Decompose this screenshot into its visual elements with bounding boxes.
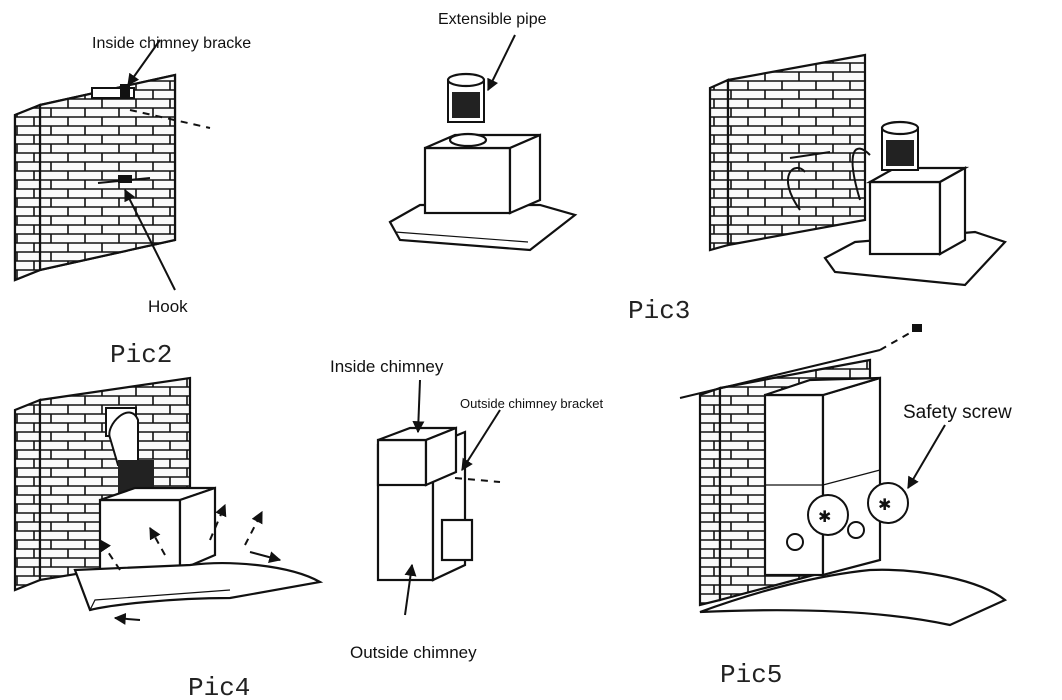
slide-arrow-4b bbox=[113, 612, 141, 625]
leader-outside-chimney bbox=[404, 563, 417, 616]
range-hood-4 bbox=[73, 486, 324, 612]
leader-hook bbox=[124, 188, 176, 291]
label-hook: Hook bbox=[148, 297, 188, 316]
elbow-pipe bbox=[108, 411, 139, 466]
caption-pic2: Pic2 bbox=[110, 340, 172, 370]
chimney-stack-5 bbox=[763, 376, 882, 577]
screw-line-5b bbox=[879, 329, 916, 351]
range-hood-3 bbox=[823, 120, 1007, 287]
dash-arrow-4c bbox=[209, 503, 227, 541]
hang-arrow-left bbox=[787, 166, 806, 211]
dash-arrow-4a bbox=[99, 539, 121, 571]
label-extensible-pipe: Extensible pipe bbox=[438, 11, 547, 28]
caption-pic4: Pic4 bbox=[188, 673, 250, 700]
brick-wall-3 bbox=[708, 53, 867, 252]
panel-pic2: Inside chimney bracke Hook Pic2 bbox=[13, 35, 251, 370]
slide-arrow-4 bbox=[249, 551, 282, 564]
leader-bracket-1 bbox=[127, 39, 161, 86]
hook-mark bbox=[118, 175, 132, 183]
brick-wall-1 bbox=[13, 73, 177, 282]
top-screw bbox=[912, 324, 922, 332]
range-hood-2 bbox=[388, 132, 578, 252]
dash-arrow-4d bbox=[244, 510, 263, 546]
label-inside-chimney: Inside chimney bbox=[330, 357, 444, 376]
leader-pipe bbox=[487, 34, 516, 92]
screw-line-1 bbox=[129, 109, 211, 129]
hang-arrow-right bbox=[851, 147, 871, 201]
screw-icon: ✱ bbox=[818, 509, 831, 526]
leader-safety-screw bbox=[907, 424, 946, 490]
panel-extensible-pipe: Extensible pipe bbox=[388, 11, 578, 252]
bracket-3 bbox=[789, 151, 831, 159]
dash-arrow-4b bbox=[149, 526, 166, 556]
panel-pic3: Pic3 bbox=[628, 53, 1007, 326]
top-bracket-5 bbox=[679, 349, 881, 399]
inside-chimney-shape bbox=[376, 426, 458, 487]
panel-pic5: ✱ ✱ Safety screw Pic5 bbox=[679, 324, 1012, 690]
label-outside-chimney: Outside chimney bbox=[350, 643, 477, 662]
caption-pic3: Pic3 bbox=[628, 296, 690, 326]
leader-outside-bracket bbox=[461, 409, 501, 472]
label-safety-screw: Safety screw bbox=[903, 402, 1012, 423]
range-hood-5 bbox=[699, 568, 1008, 627]
leader-inside-chimney bbox=[412, 379, 425, 434]
panel-pic4: Pic4 bbox=[13, 376, 324, 700]
extensible-pipe bbox=[446, 72, 486, 123]
bracket-top-1 bbox=[91, 84, 135, 99]
panel-chimneys: Inside chimney Outside chimney bracket O… bbox=[330, 357, 603, 662]
caption-pic5: Pic5 bbox=[720, 660, 782, 690]
label-outside-chimney-bracket: Outside chimney bracket bbox=[460, 396, 603, 411]
safety-screw-detail: ✱ ✱ bbox=[786, 482, 909, 551]
screw-icon: ✱ bbox=[878, 497, 891, 514]
label-inside-chimney-bracket: Inside chimney bracke bbox=[92, 35, 251, 52]
